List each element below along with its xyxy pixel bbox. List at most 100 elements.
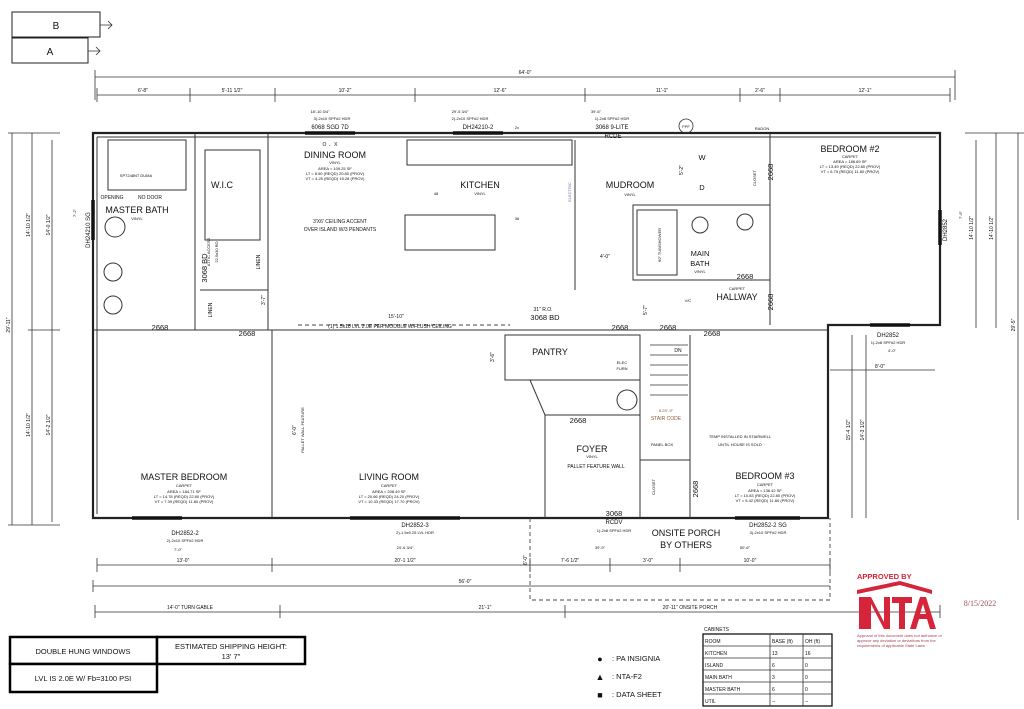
plan-label: MASTER BATH	[705, 687, 741, 693]
plan-label: AREA = 208.49 SF	[372, 489, 406, 494]
legend: ● : PA INSIGNIA ▲ : NTA-F2 ■ : DATA SHEE…	[596, 654, 663, 700]
plan-line	[92, 580, 830, 592]
square-icon: ■	[597, 690, 602, 700]
top-openings: 18'-10 3/4" 3)-2x10 SPF#2 HDR 6068 SGD 7…	[310, 109, 769, 148]
plan-label: requirements of applicable State Laws	[857, 643, 925, 648]
plan-label: LIVING ROOM	[359, 472, 419, 482]
section-tab-b[interactable]: B	[11, 11, 113, 38]
plan-label: 4'-0"	[600, 254, 610, 260]
lvl-note: LVL IS 2.0E W/ Fb=3100 PSI	[35, 674, 132, 683]
plan-line	[8, 662, 159, 694]
plan-label: 8.25"-9"	[659, 408, 674, 413]
plan-label: AREA = 109.25 SF	[318, 166, 352, 171]
tab-label: B	[53, 21, 60, 32]
plan-label: LINEN	[208, 302, 214, 317]
fpf-marker-icon	[678, 118, 694, 134]
dim-overall: 64'-0"	[519, 70, 532, 76]
plan-label: 1)-2x8 SPF#2 HDR	[871, 340, 906, 345]
plan-label: KITCHEN	[705, 651, 727, 657]
plan-line	[574, 133, 771, 325]
plan-label: VINYL	[131, 216, 143, 221]
window-callouts: DH2852-2 2)-2x10 SPF#2 HDR 7'-0" DH2852-…	[72, 208, 963, 552]
plan-line	[103, 262, 123, 282]
plan-line	[96, 558, 831, 572]
plan-label: AREA = 184.71 SF	[167, 489, 201, 494]
plan-label: 16	[805, 651, 811, 657]
plan-line	[104, 216, 126, 238]
plan-label: PALLET WALL FEATURE	[300, 407, 305, 453]
plan-label: 60" TUB/SHOWER	[657, 228, 662, 262]
walls	[91, 131, 942, 601]
plan-label: ELEC	[617, 360, 628, 365]
dining-direction: O ← X	[322, 142, 338, 148]
side-dimensions: 29'-11" 14'-10 1/2" 14'-10 1/2" 14'-0 1/…	[6, 132, 1024, 526]
room-labels: DINING ROOM VINYL AREA = 109.25 SF LT = …	[100, 144, 880, 550]
plan-line	[830, 335, 935, 518]
plan-line	[636, 209, 678, 276]
plan-label: MUDROOM	[606, 180, 655, 190]
door-3068-bd: 3068 BD	[200, 253, 209, 283]
section-tab-a[interactable]: A	[11, 37, 101, 64]
plan-line	[91, 131, 942, 520]
plan-label: MAIN	[691, 249, 710, 258]
plan-label: approve any deviation or deviations from…	[857, 638, 936, 643]
plan-label: UNTIL HOUSE IS SOLD	[718, 442, 762, 447]
plan-label: 7'-2"	[72, 208, 77, 217]
plan-label: 21'-1"	[479, 605, 492, 611]
plan-label: 24'-6 3/4"	[397, 545, 414, 550]
plan-label: 14'-2 1/2"	[46, 414, 52, 435]
plan-line	[857, 581, 932, 594]
tab-label: A	[47, 47, 54, 58]
plan-label: LINEN	[256, 254, 262, 269]
plan-label: TEMP INSTALLED IN STAIRWELL	[709, 434, 772, 439]
plan-label: 6'-0"	[523, 555, 529, 565]
shipping-height-label: ESTIMATED SHIPPING HEIGHT:	[175, 642, 287, 651]
plan-label: 15'-4 1/2"	[846, 419, 852, 440]
door-2668: 2668	[570, 416, 587, 425]
plan-line	[406, 139, 573, 166]
plan-label: DH2852-2	[171, 531, 199, 537]
plan-label: MAIN BATH	[705, 675, 732, 681]
plan-line	[865, 597, 890, 629]
plan-label: 18'-10 3/4"	[310, 109, 330, 114]
door-3068-bd: 3068 BD	[530, 313, 560, 322]
plan-label: Approval of this document does not autho…	[857, 633, 943, 638]
plan-line	[736, 213, 754, 231]
dim-segment: 6'-8"	[138, 88, 148, 94]
plan-label: BY OTHERS	[660, 540, 712, 550]
bottom-dimensions: 13'-0" 20'-1 1/2" 7'-6 1/2" 3'-0" 10'-0"…	[92, 555, 941, 618]
plan-line	[103, 295, 123, 315]
plan-label: DH24210 SG	[86, 212, 92, 248]
plan-label: VINYL	[694, 269, 706, 274]
plan-label: 13'-0"	[177, 558, 190, 564]
plan-label: 15'-10"	[388, 314, 404, 320]
plan-label: 6'-0"	[292, 425, 298, 435]
plan-label: APPROVED BY	[857, 572, 912, 581]
plan-label: 20'-1 1/2"	[394, 558, 415, 564]
plan-label: VT = 10.33 (REQD) 17.70 (PROV)	[358, 499, 420, 504]
nta-approval-stamp: APPROVED BY 8/15/2022 Approval of this d…	[857, 572, 996, 648]
plan-line	[910, 597, 936, 629]
plan-label: : DATA SHEET	[612, 690, 662, 699]
plan-label: 4'-0"	[888, 348, 897, 353]
sliding-door-label: 6068 SGD 7D	[311, 125, 349, 131]
shipping-height-value: 13' 7"	[222, 652, 241, 661]
plan-label: D	[699, 183, 705, 192]
plan-label: ELECTRIC	[567, 182, 572, 202]
plan-line	[194, 133, 273, 518]
dim-segment: 12'-6"	[494, 88, 507, 94]
plan-label: FOYER	[576, 444, 608, 454]
plan-label: LT = 14.78 (REQD) 22.80 (PROV)	[154, 494, 215, 499]
plan-label: BEDROOM #3	[735, 471, 794, 481]
plan-label: 7'-0"	[174, 547, 183, 552]
plan-line	[616, 389, 638, 411]
plan-label: RCDV	[605, 520, 622, 526]
plan-label: 14'-10 1/2"	[26, 213, 32, 237]
plan-label: 29'-5 3/4"	[452, 109, 469, 114]
plan-label: SP7248NT DUMA	[120, 173, 153, 178]
plan-label: 3'-6"	[490, 352, 496, 362]
plan-line	[204, 149, 261, 241]
plan-label: UTIL	[705, 699, 716, 705]
plan-label: 5'-7"	[643, 305, 649, 315]
